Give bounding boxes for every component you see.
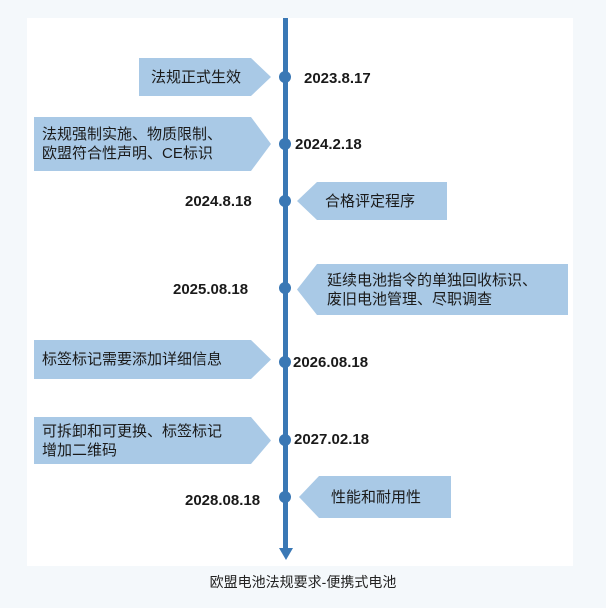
event-date: 2023.8.17 [304,70,371,87]
timeline-arrowhead [279,548,293,560]
callout-line: 增加二维码 [42,441,118,459]
callout-line: 可拆卸和可更换、标签标记 [42,422,223,440]
callout-line: 废旧电池管理、尽职调查 [327,290,493,308]
callout-line: 法规强制实施、物质限制、 [42,126,223,143]
event-callout: 性能和耐用性 [299,476,451,518]
event-callout: 可拆卸和可更换、标签标记 增加二维码 [34,417,271,464]
timeline-dot [279,71,291,83]
timeline-dot [279,195,291,207]
event-callout: 法规正式生效 [139,58,271,96]
timeline-dot [279,356,291,368]
callout-line: 法规正式生效 [151,68,242,86]
event-callout: 标签标记需要添加详细信息 [34,340,271,379]
event-date: 2024.8.18 [185,193,252,210]
timeline-dot [279,491,291,503]
callout-line: 延续电池指令的单独回收标识、 [327,271,538,289]
event-date: 2026.08.18 [293,354,369,371]
timeline-dot [279,282,291,294]
diagram-caption: 欧盟电池法规要求-便携式电池 [209,574,397,590]
callout-line: 性能和耐用性 [331,488,422,506]
event-date: 2028.08.18 [185,492,261,509]
callout-line: 合格评定程序 [325,192,416,210]
timeline-dot [279,138,291,150]
event-date: 2027.02.18 [294,431,370,448]
event-callout: 合格评定程序 [297,182,447,220]
timeline-dot [279,434,291,446]
event-callout: 延续电池指令的单独回收标识、 废旧电池管理、尽职调查 [297,264,568,315]
event-date: 2025.08.18 [173,281,249,298]
callout-line: 欧盟符合性声明、CE标识 [42,145,213,162]
callout-line: 标签标记需要添加详细信息 [42,351,223,368]
event-callout: 法规强制实施、物质限制、 欧盟符合性声明、CE标识 [34,117,271,171]
event-date: 2024.2.18 [295,136,362,153]
